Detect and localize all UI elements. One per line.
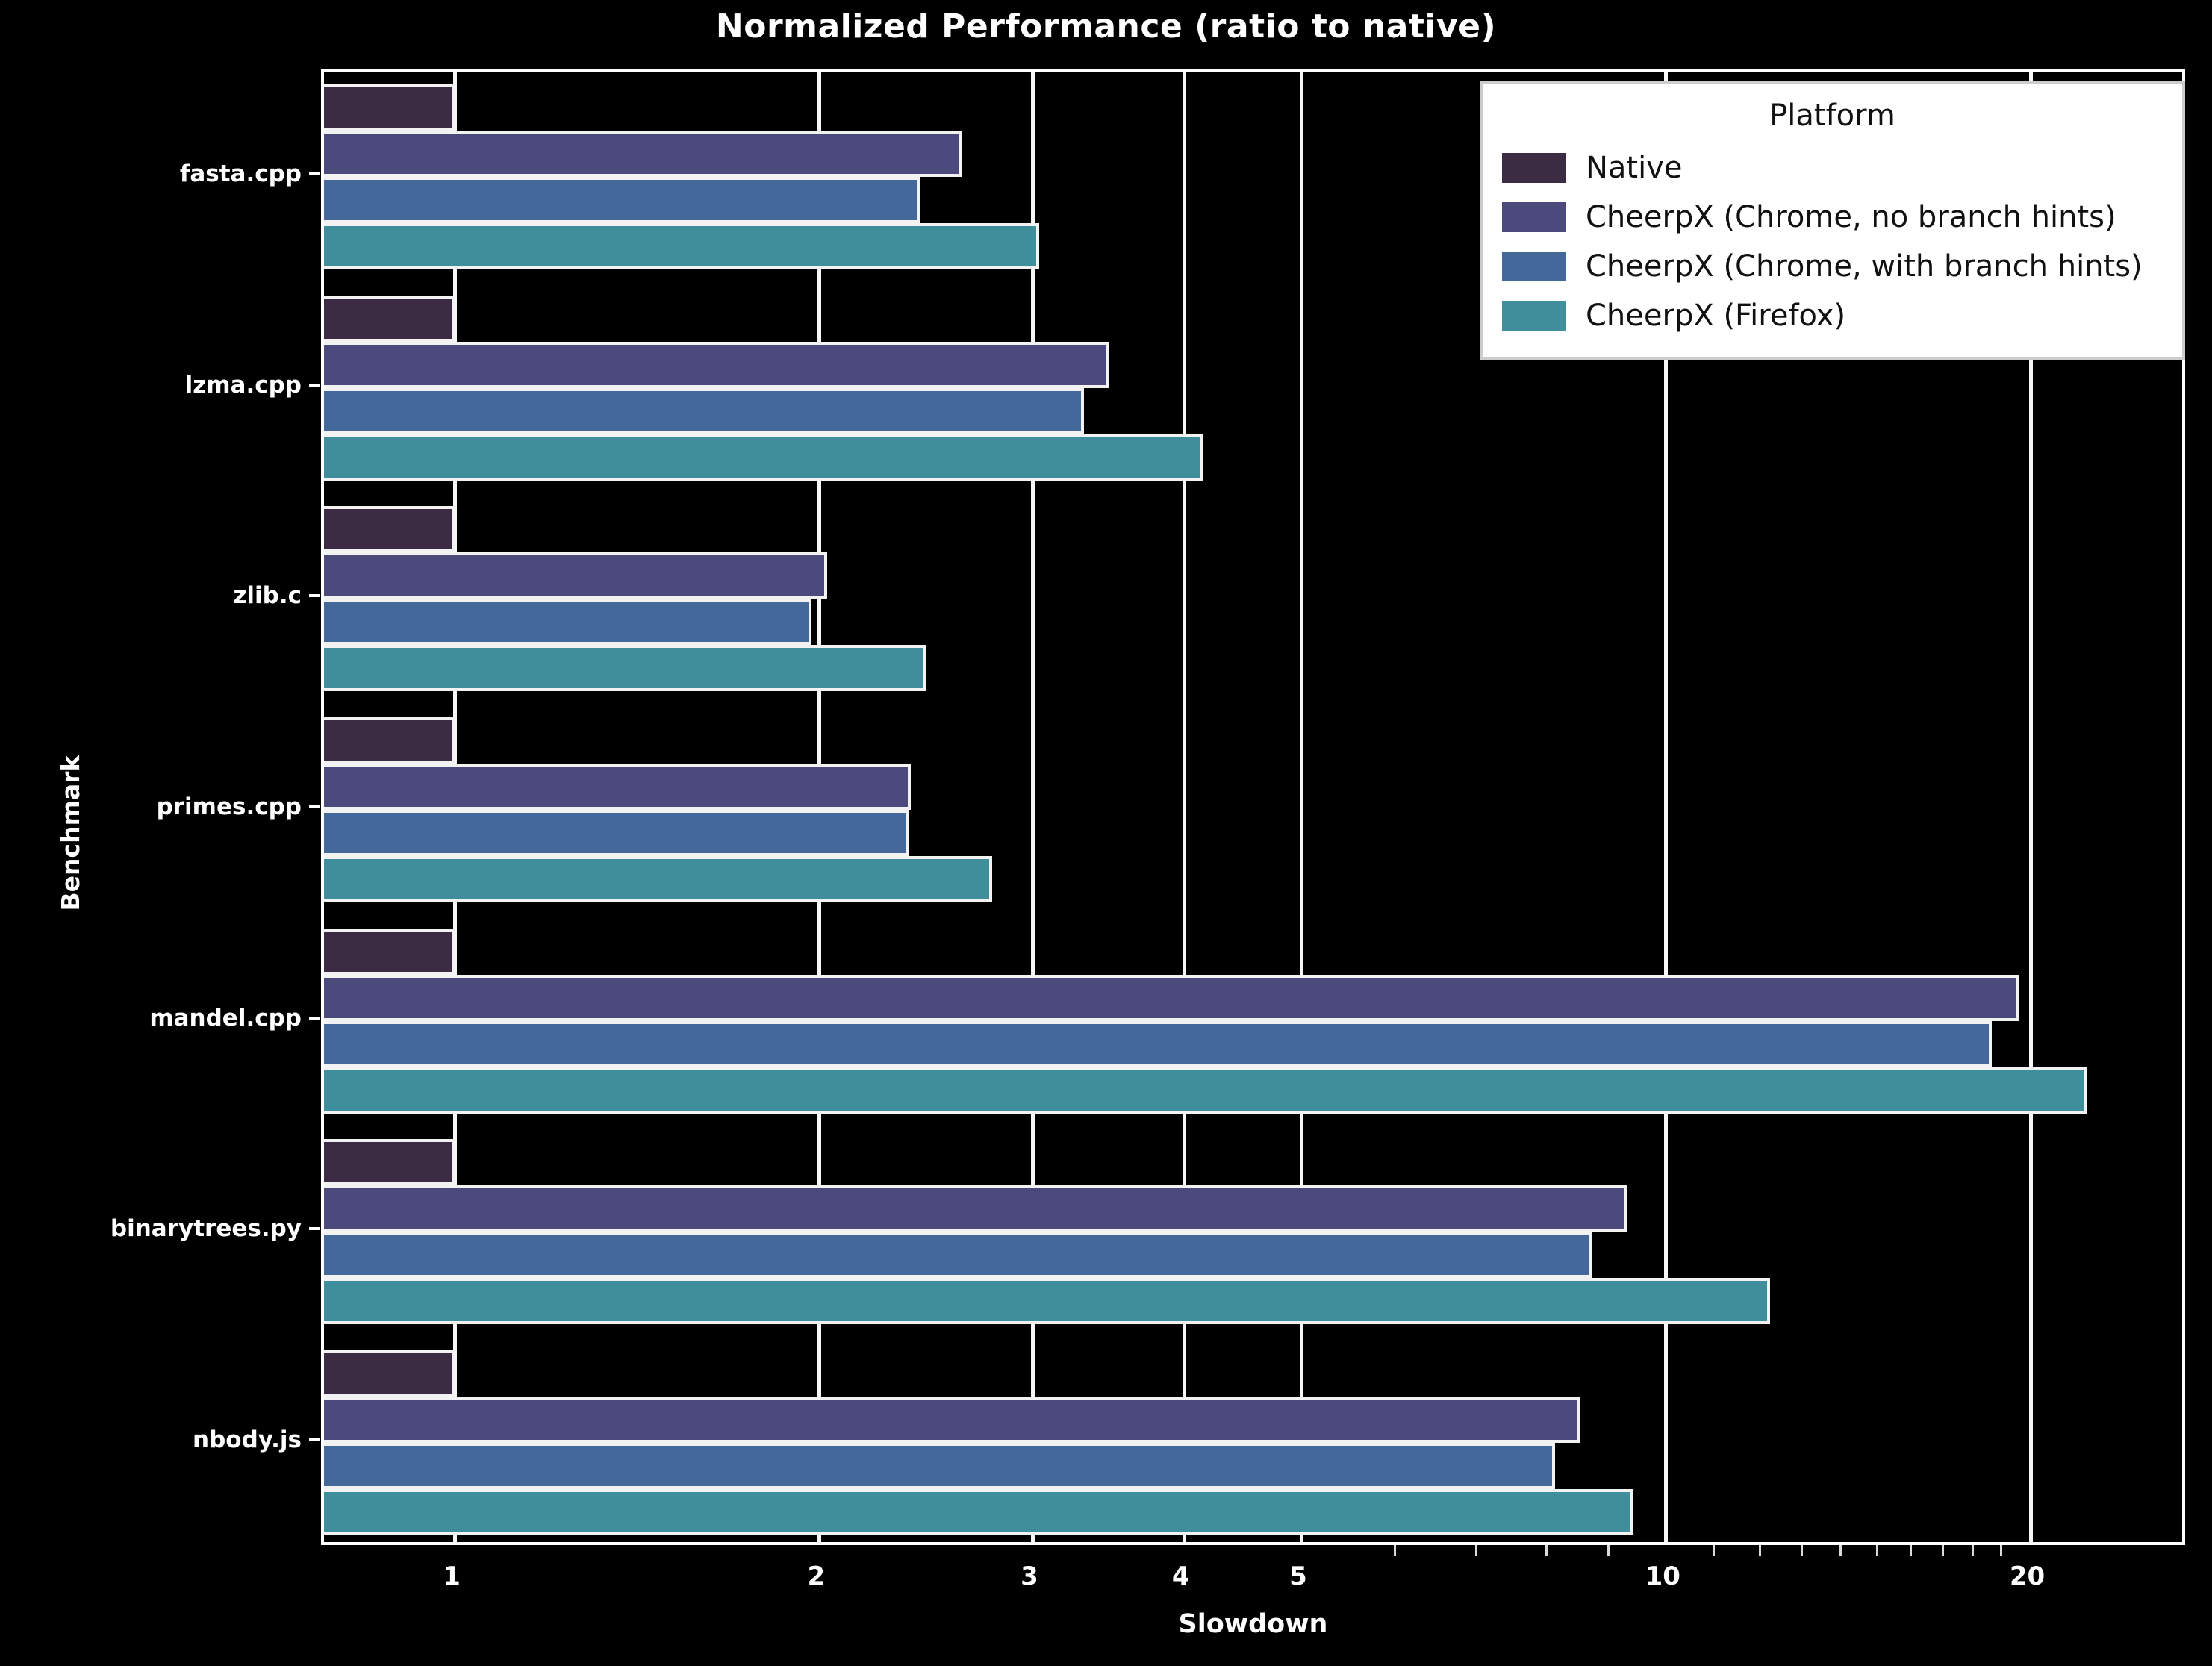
legend-item[interactable]: CheerpX (Chrome, with branch hints) [1502, 242, 2163, 291]
bar [324, 599, 811, 646]
x-minor-tick [1875, 1545, 1878, 1556]
x-minor-tick [1394, 1545, 1397, 1556]
plot-inner [324, 72, 2182, 1542]
bar [324, 1185, 1628, 1232]
bar [324, 1278, 1771, 1325]
x-minor-tick [1801, 1545, 1804, 1556]
bar [324, 645, 926, 692]
legend-label: CheerpX (Chrome, with branch hints) [1586, 249, 2143, 284]
x-minor-tick [1758, 1545, 1761, 1556]
legend-item[interactable]: CheerpX (Chrome, no branch hints) [1502, 193, 2163, 242]
y-tick-mark [309, 383, 320, 387]
y-tick-mark [309, 594, 320, 598]
x-minor-tick [1910, 1545, 1913, 1556]
bar [324, 223, 1040, 270]
x-minor-tick [1474, 1545, 1477, 1556]
legend-label: Native [1586, 151, 1683, 185]
bar [324, 1139, 455, 1186]
bar [324, 341, 1109, 388]
x-minor-tick [2000, 1545, 2003, 1556]
x-minor-tick [1942, 1545, 1945, 1556]
legend-swatch [1502, 301, 1566, 331]
legend-label: CheerpX (Firefox) [1586, 299, 1846, 333]
y-tick-label: binarytrees.py [110, 1215, 302, 1243]
bar [324, 764, 911, 810]
y-tick-label: mandel.cpp [149, 1004, 302, 1032]
y-tick-label: zlib.c [233, 582, 302, 610]
bar [324, 717, 455, 764]
legend-item[interactable]: Native [1502, 143, 2163, 193]
bar [324, 1020, 1993, 1067]
y-tick-label: nbody.js [193, 1426, 302, 1453]
bar [324, 1442, 1555, 1489]
y-tick-label: fasta.cpp [179, 160, 302, 188]
legend-swatch [1502, 153, 1566, 183]
bar [324, 928, 455, 975]
x-tick-label: 3 [1021, 1562, 1038, 1591]
y-tick-label: lzma.cpp [184, 371, 302, 399]
y-tick-mark [309, 1227, 320, 1231]
x-gridline [1664, 72, 1669, 1542]
bar [324, 552, 827, 599]
y-axis-label: Benchmark [55, 755, 85, 911]
x-minor-tick [1607, 1545, 1610, 1556]
x-tick-label: 10 [1645, 1562, 1680, 1591]
bar [324, 856, 993, 902]
y-tick-mark [309, 805, 320, 808]
x-tick-label: 20 [2009, 1562, 2046, 1591]
legend-label: CheerpX (Chrome, no branch hints) [1586, 200, 2116, 234]
bar [324, 1350, 455, 1397]
bar [324, 974, 2020, 1021]
bar [324, 1396, 1580, 1443]
x-gridline [2028, 72, 2033, 1542]
x-minor-tick [1972, 1545, 1975, 1556]
bar [324, 810, 909, 856]
legend-swatch [1502, 252, 1566, 281]
x-gridline [1182, 72, 1186, 1542]
y-tick-label: primes.cpp [156, 793, 302, 820]
x-tick-label: 2 [807, 1562, 826, 1591]
x-tick-label: 4 [1171, 1562, 1190, 1591]
x-minor-tick [1713, 1545, 1716, 1556]
x-minor-tick [1545, 1545, 1548, 1556]
x-minor-tick [1839, 1545, 1842, 1556]
legend-swatch [1502, 202, 1566, 232]
legend-item[interactable]: CheerpX (Firefox) [1502, 291, 2163, 340]
x-tick-label: 1 [443, 1562, 461, 1591]
y-tick-mark [309, 172, 320, 176]
x-axis-label: Slowdown [1178, 1609, 1328, 1639]
bar [324, 84, 455, 131]
bar [324, 506, 455, 553]
bar [324, 1488, 1633, 1535]
bar [324, 295, 455, 342]
legend-title: Platform [1769, 99, 1895, 133]
y-tick-mark [309, 1438, 320, 1441]
x-gridline [1031, 72, 1035, 1542]
bar [324, 434, 1203, 481]
bar [324, 131, 962, 178]
bar [324, 177, 920, 224]
x-gridline [1299, 72, 1303, 1542]
bar [324, 1232, 1593, 1279]
y-tick-mark [309, 1016, 320, 1020]
bar [324, 387, 1085, 434]
x-tick-label: 5 [1289, 1562, 1307, 1591]
bar [324, 1067, 2088, 1114]
chart-title: Normalized Performance (ratio to native) [715, 7, 1497, 46]
